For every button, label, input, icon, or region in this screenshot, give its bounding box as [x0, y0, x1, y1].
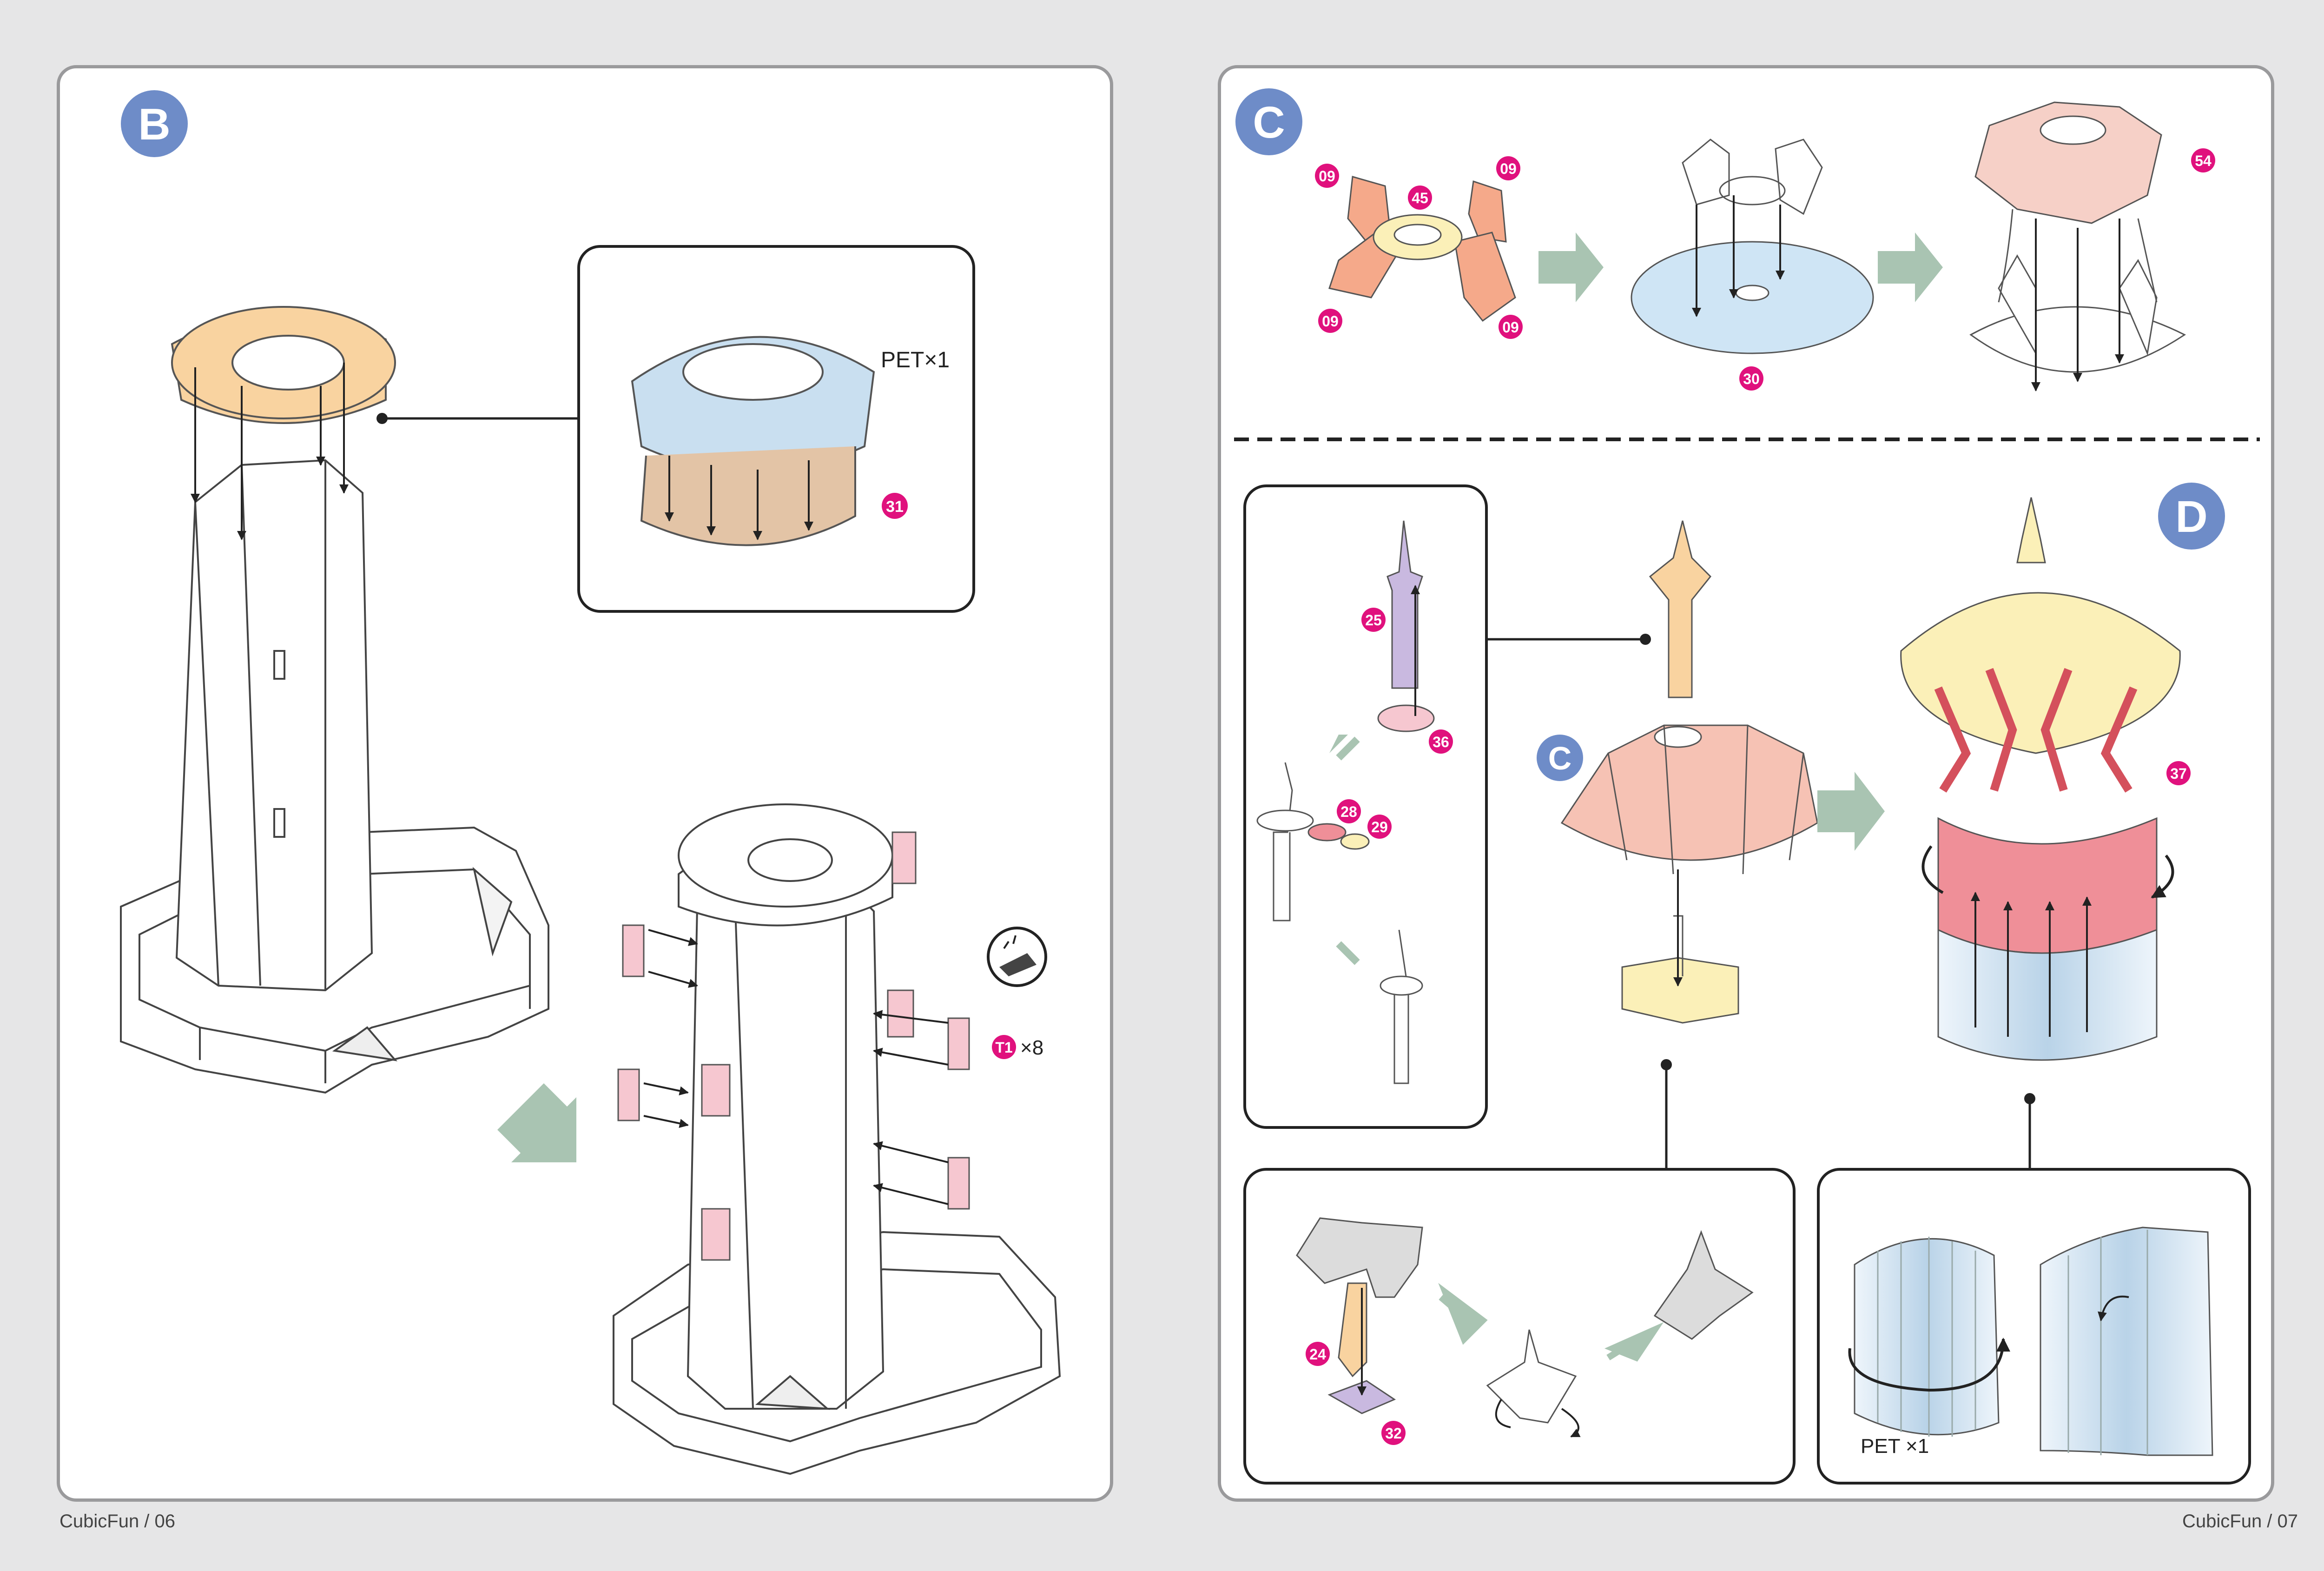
zoom-box-needle: 25 36 28 29 — [1243, 484, 1488, 1129]
next-arrow-c2 — [1878, 232, 1943, 302]
step-d-badge: D — [2158, 483, 2225, 550]
c-part-badges: 09 45 09 09 09 — [1315, 156, 1523, 339]
part-37-badge: 37 — [2166, 761, 2191, 785]
svg-text:28: 28 — [1340, 803, 1357, 820]
c-step3: 54 — [1969, 101, 2215, 391]
leader-line-b — [376, 413, 579, 424]
step-c-badge: C — [1235, 88, 1302, 155]
lighthouse-assembled-b — [613, 803, 1061, 1475]
zoom-box-b: PET×1 31 — [577, 245, 975, 613]
frame-arrows — [643, 929, 949, 1205]
svg-text:C: C — [1548, 740, 1572, 776]
svg-text:32: 32 — [1385, 1425, 1402, 1442]
c-step1-parts — [1328, 176, 1516, 322]
svg-text:30: 30 — [1743, 371, 1760, 387]
svg-text:×8: ×8 — [1020, 1036, 1043, 1059]
svg-text:31: 31 — [886, 498, 904, 516]
svg-text:09: 09 — [1322, 313, 1339, 330]
svg-text:T1: T1 — [995, 1039, 1012, 1056]
next-arrow-d — [1817, 772, 1885, 851]
svg-text:45: 45 — [1412, 190, 1428, 206]
footer-left: CubicFun / 06 — [59, 1511, 176, 1531]
leader-line-d — [2024, 1093, 2035, 1169]
lighthouse-tower-left — [175, 459, 373, 992]
leader-line-needle — [1486, 634, 1651, 645]
svg-text:09: 09 — [1500, 160, 1517, 177]
svg-text:36: 36 — [1433, 734, 1449, 750]
svg-text:24: 24 — [1309, 1346, 1326, 1363]
glue-icon — [987, 927, 1047, 987]
t1-badge: T1 ×8 — [992, 1035, 1043, 1059]
footer-right: CubicFun / 07 — [2182, 1511, 2298, 1531]
svg-text:37: 37 — [2170, 765, 2187, 782]
bracket-yellow — [1621, 915, 1739, 1024]
step-b-badge: B — [121, 90, 188, 157]
zoom-box-pet: PET ×1 — [1817, 1168, 2251, 1485]
svg-text:09: 09 — [1502, 319, 1519, 336]
orange-ring-piece — [171, 306, 396, 540]
svg-text:D: D — [2175, 492, 2207, 542]
leader-line-bracket — [1661, 1059, 1672, 1169]
step-c-small-badge: C — [1537, 735, 1583, 781]
needle-orange — [1649, 520, 1712, 698]
svg-text:09: 09 — [1319, 168, 1335, 185]
svg-text:25: 25 — [1365, 612, 1382, 629]
svg-text:54: 54 — [2195, 152, 2212, 169]
svg-text:B: B — [138, 99, 170, 149]
svg-text:29: 29 — [1371, 819, 1388, 835]
d-assembly — [1900, 497, 2181, 1061]
zoom-box-bracket: 24 32 — [1243, 1168, 1796, 1485]
next-arrow-c1 — [1538, 232, 1604, 302]
svg-text:C: C — [1253, 98, 1285, 147]
dome-salmon — [1560, 724, 1818, 875]
c-step2: 30 — [1631, 139, 1874, 391]
svg-text:PET×1: PET×1 — [881, 348, 950, 372]
next-arrow-b — [497, 1083, 576, 1162]
window-frames — [617, 831, 970, 1261]
svg-text:PET ×1: PET ×1 — [1861, 1435, 1929, 1458]
